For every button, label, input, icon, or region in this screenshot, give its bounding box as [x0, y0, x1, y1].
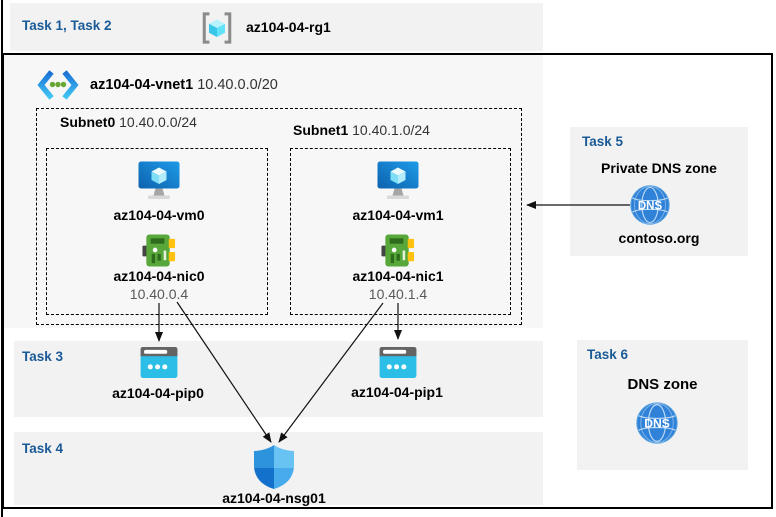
dns-zone-title: DNS zone [627, 376, 698, 393]
resource-group-name: az104-04-rg1 [246, 19, 331, 35]
nic1-icon [381, 234, 415, 267]
subnet1-name: Subnet1 [293, 122, 349, 138]
nic0-ip: 10.40.0.4 [129, 286, 189, 302]
pip1-icon [379, 347, 417, 378]
dns-icon-label: DNS [638, 201, 663, 213]
subnet1-title: Subnet1 10.40.1.0/24 [293, 122, 430, 138]
resource-group-icon [202, 12, 232, 44]
dns-icon-label: DNS [644, 417, 669, 431]
nsg-icon [254, 445, 294, 489]
private-dns-zone-name: contoso.org [618, 230, 700, 246]
nic1-ip: 10.40.1.4 [368, 286, 428, 302]
vnet-cidr: 10.40.0.0/20 [197, 77, 278, 93]
pip0-icon [140, 347, 178, 378]
nic0-icon [142, 234, 176, 267]
nic0-name: az104-04-nic0 [113, 268, 205, 284]
pip1-name: az104-04-pip1 [351, 384, 443, 400]
vnet-area [4, 55, 543, 328]
subnet1-box [290, 148, 511, 315]
dns-zone-icon: DNS [636, 402, 678, 444]
vnet-icon [37, 70, 79, 100]
vm1-name: az104-04-vm1 [352, 207, 444, 223]
vm0-name: az104-04-vm0 [113, 207, 205, 223]
task6-label: Task 6 [587, 347, 629, 362]
task4-label: Task 4 [22, 441, 64, 456]
task3-label: Task 3 [22, 349, 64, 364]
vm0-icon [138, 161, 180, 199]
task4-band: Task 4 [14, 432, 543, 505]
private-dns-zone-title: Private DNS zone [601, 160, 717, 176]
vm1-icon [377, 161, 419, 199]
nsg-name: az104-04-nsg01 [222, 490, 326, 506]
subnet0-box [46, 148, 268, 315]
task3-band: Task 3 [14, 341, 543, 417]
subnet0-cidr: 10.40.0.0/24 [119, 114, 197, 130]
task5-label: Task 5 [582, 134, 624, 149]
nic1-name: az104-04-nic1 [352, 268, 444, 284]
vnet-title: az104-04-vnet1 10.40.0.0/20 [90, 77, 278, 93]
subnet0-name: Subnet0 [60, 114, 116, 130]
task12-band: Task 1, Task 2 az104-04-rg1 [10, 3, 543, 51]
vnet-name: az104-04-vnet1 [90, 77, 194, 93]
subnet0-title: Subnet0 10.40.0.0/24 [60, 114, 197, 130]
subnet1-cidr: 10.40.1.0/24 [352, 122, 430, 138]
private-dns-icon: DNS [630, 185, 670, 225]
environment-frame [2, 53, 773, 509]
task5-box: Task 5 Private DNS zone DNS contoso.org [570, 127, 748, 256]
task6-box: Task 6 DNS zone DNS [577, 340, 748, 470]
pip0-name: az104-04-pip0 [112, 385, 204, 401]
task12-label: Task 1, Task 2 [22, 18, 112, 33]
